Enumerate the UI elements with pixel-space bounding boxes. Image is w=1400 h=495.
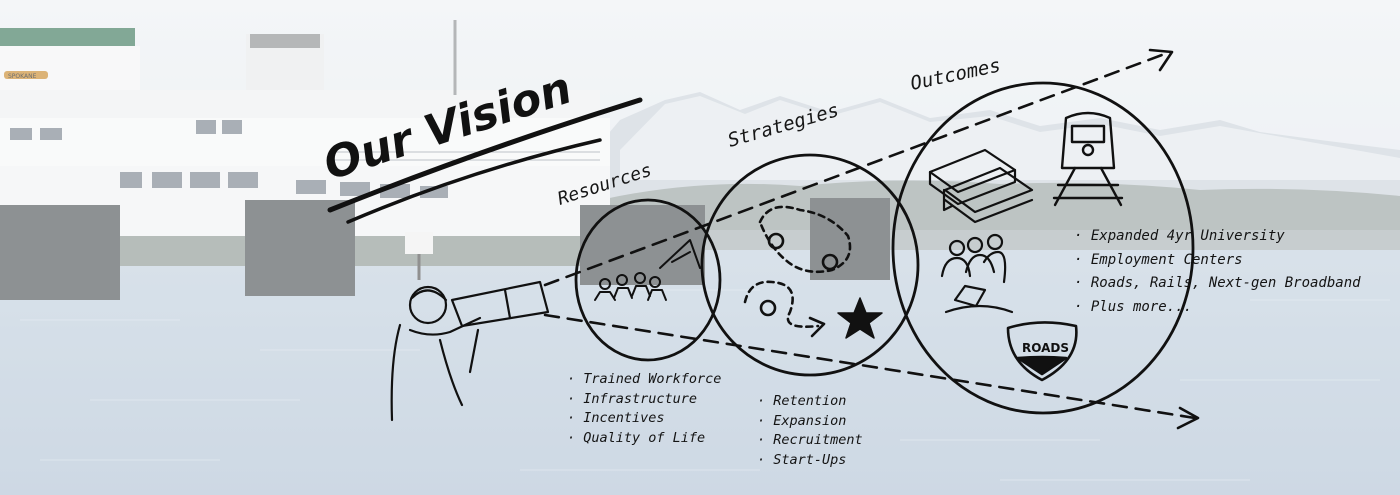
strategies-list: Retention Expansion Recruitment Start-Up… (757, 392, 863, 471)
roads-sign-label: ROADS (1022, 341, 1069, 355)
crowd-icon (594, 239, 701, 301)
list-item: Retention (757, 392, 863, 412)
list-item: Recruitment (757, 431, 862, 451)
list-item: Start-Ups (757, 451, 863, 471)
roads-sign-icon (1006, 321, 1078, 382)
resources-list: Trained Workforce Infrastructure Incenti… (567, 370, 721, 448)
list-item: Expansion (757, 412, 863, 432)
upper-dashed-arrow (543, 50, 1172, 287)
list-item: Employment Centers (1074, 249, 1361, 273)
strategies-circle (700, 153, 920, 377)
list-item: Quality of Life (567, 429, 721, 449)
list-item: Plus more... (1074, 296, 1361, 320)
train-icon (1052, 111, 1124, 207)
dock-pilings (0, 198, 890, 300)
list-item: Roads, Rails, Next-gen Broadband (1074, 272, 1361, 296)
svg-text:SPOKANE: SPOKANE (8, 73, 37, 80)
paths-icon (743, 205, 852, 338)
dock-sign (405, 232, 433, 254)
resources-circle (574, 198, 722, 362)
list-item: Expanded 4yr University (1074, 225, 1361, 249)
list-item: Trained Workforce (567, 370, 721, 390)
people-icon (940, 233, 1014, 314)
books-icon (928, 148, 1034, 224)
list-item: Incentives (567, 409, 721, 429)
outcomes-list: Expanded 4yr University Employment Cente… (1074, 225, 1361, 319)
telescope-person-icon (390, 280, 550, 422)
lower-dashed-arrow (543, 313, 1197, 420)
star-icon (837, 297, 883, 339)
list-item: Infrastructure (567, 390, 721, 410)
